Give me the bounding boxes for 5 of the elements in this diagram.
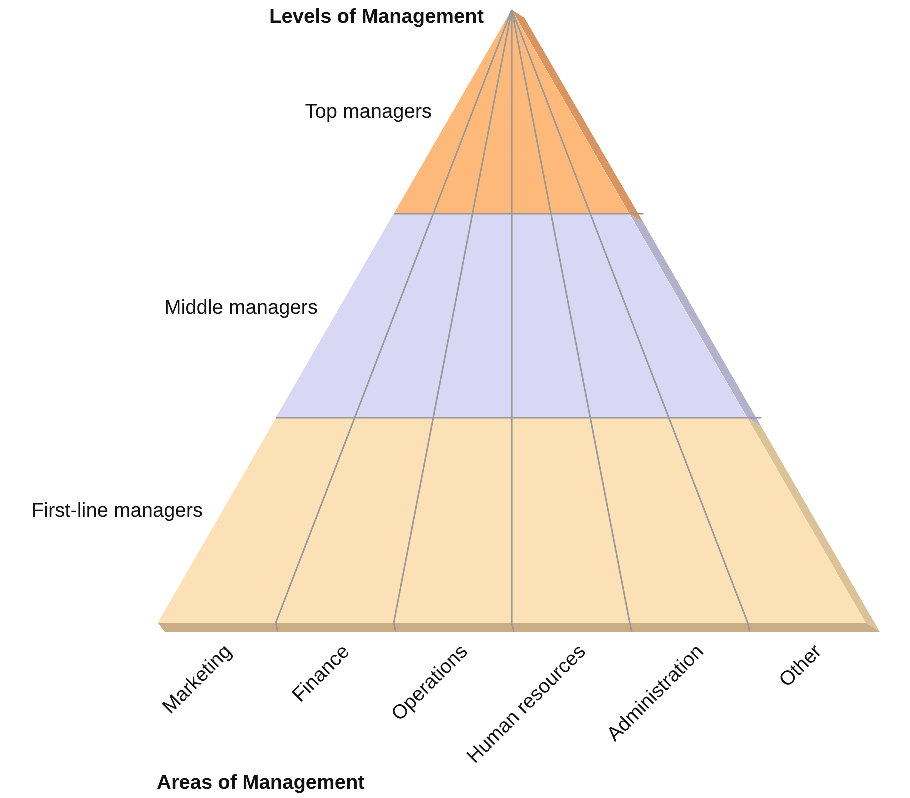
axis-title: Areas of Management	[157, 772, 365, 795]
level-label: Middle managers	[164, 297, 318, 320]
level-label: First-line managers	[32, 500, 203, 523]
diagram-title: Levels of Management	[269, 6, 484, 29]
level-label: Top managers	[305, 101, 432, 124]
